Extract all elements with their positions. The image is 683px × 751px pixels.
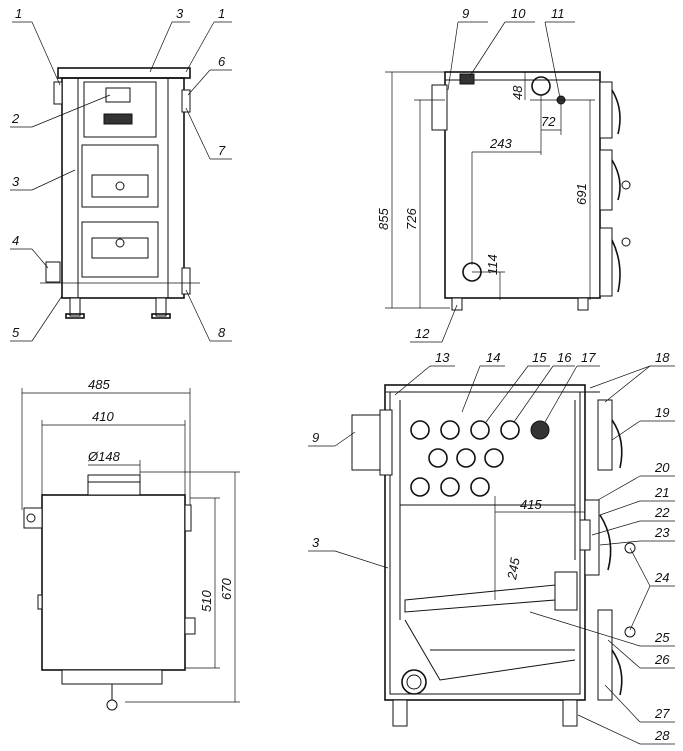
dim-72: 72	[541, 114, 556, 129]
fire-tubes	[410, 420, 550, 497]
dim-d148: Ø148	[87, 449, 121, 464]
label-28: 28	[654, 728, 670, 743]
dim-114: 114	[485, 254, 500, 275]
dim-485: 485	[88, 377, 110, 392]
flue-collar	[87, 474, 141, 496]
label-12: 12	[415, 326, 430, 341]
label-3b: 3	[12, 174, 20, 189]
section-view: 245 415 13 14 15 16 17 18 19 9 20 21 22 …	[308, 350, 675, 745]
flue-pipe	[351, 414, 383, 471]
label-5: 5	[12, 325, 20, 340]
drain-valve	[45, 261, 61, 283]
label-13: 13	[435, 350, 450, 365]
dim-243: 243	[489, 136, 512, 151]
return-connection	[401, 669, 427, 695]
label-18: 18	[655, 350, 670, 365]
dim-48: 48	[510, 85, 525, 100]
dim-670: 670	[219, 578, 234, 600]
label-2: 2	[11, 111, 20, 126]
brand-plate	[103, 113, 133, 125]
flue-pipe	[431, 84, 448, 131]
label-17: 17	[581, 350, 596, 365]
label-19: 19	[655, 405, 669, 420]
dim-691: 691	[574, 183, 589, 205]
dim-855: 855	[376, 208, 391, 230]
label-21: 21	[654, 485, 669, 500]
grate	[404, 584, 556, 613]
label-1b: 1	[218, 6, 225, 21]
label-16: 16	[557, 350, 572, 365]
label-3c: 3	[312, 535, 320, 550]
label-23: 23	[654, 525, 670, 540]
top-view: 485 410 Ø148 510 670	[21, 377, 240, 711]
label-22: 22	[654, 505, 670, 520]
label-15: 15	[532, 350, 547, 365]
label-20: 20	[654, 460, 670, 475]
dim-415: 415	[520, 497, 542, 512]
label-14: 14	[486, 350, 500, 365]
front-view: 1 3 1 6 2 7 3 4 5 8	[10, 6, 232, 342]
label-26: 26	[654, 652, 670, 667]
label-6: 6	[218, 54, 226, 69]
dim-245: 245	[504, 556, 523, 582]
label-25: 25	[654, 630, 670, 645]
label-24: 24	[654, 570, 669, 585]
label-11: 11	[551, 6, 565, 21]
label-1: 1	[15, 6, 22, 21]
label-27: 27	[654, 706, 670, 721]
label-9b: 9	[312, 430, 319, 445]
dim-410: 410	[92, 409, 114, 424]
side-view: 855 726 691 48 72 243 114 9 10 11 12	[376, 6, 631, 343]
label-9: 9	[462, 6, 469, 21]
label-8: 8	[218, 325, 226, 340]
dim-726: 726	[404, 208, 419, 230]
dim-510: 510	[199, 590, 214, 612]
label-10: 10	[511, 6, 526, 21]
label-7: 7	[218, 143, 226, 158]
label-4: 4	[12, 233, 19, 248]
label-3: 3	[176, 6, 184, 21]
